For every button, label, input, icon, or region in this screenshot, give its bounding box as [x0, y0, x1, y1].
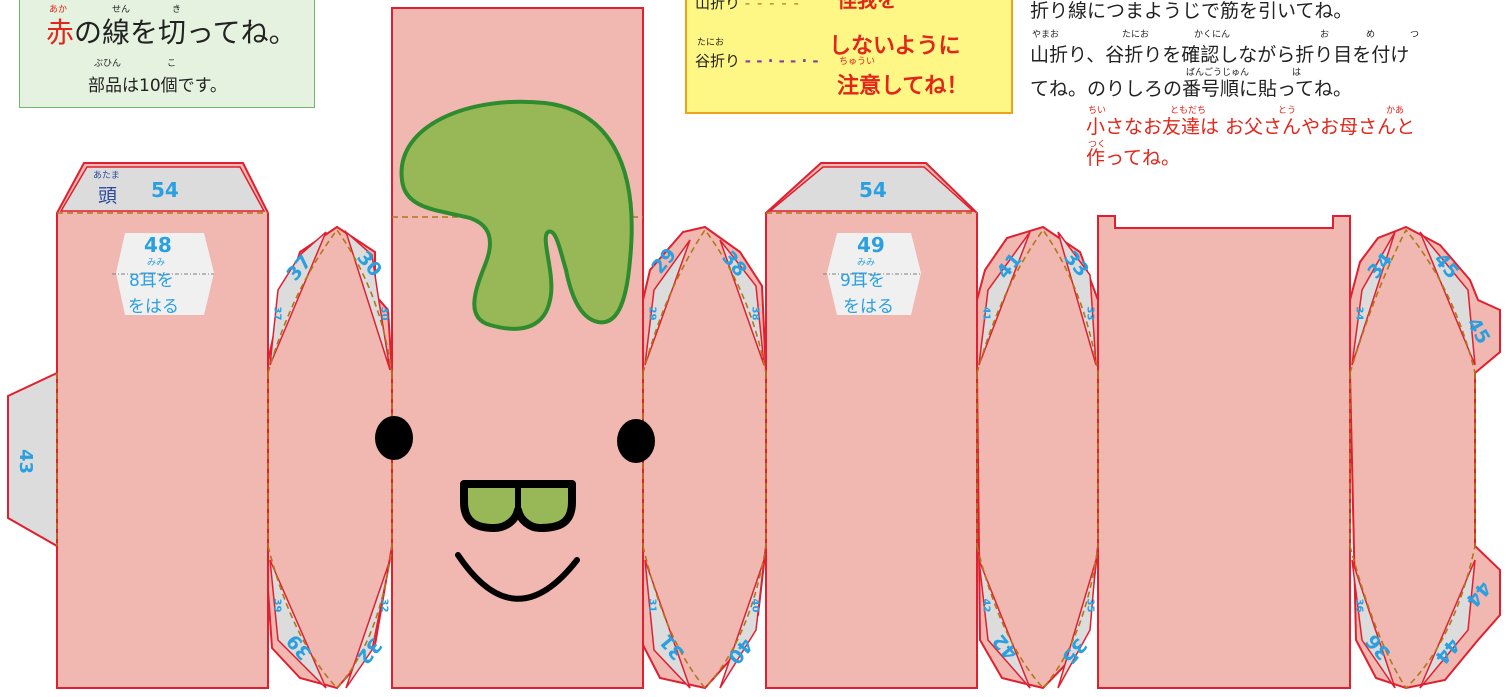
ruby-ki: き [172, 5, 182, 15]
tab-number: 29 [646, 306, 658, 321]
ruby-ko: こ [167, 59, 177, 69]
instructions-box: あか せん き 赤の線を切ってね。 ぶひん こ 部品は10個です。 [19, 0, 315, 108]
head-tab-a [59, 166, 266, 212]
tab-number: 41 [980, 306, 992, 321]
panel-back [1097, 215, 1351, 689]
petal-d1 [1349, 225, 1501, 690]
cut-rest: の線を切ってね。 [74, 16, 297, 49]
valley-fold-label: 谷折り - - · - - · - [695, 52, 819, 70]
ear-b-line1: 9耳を [840, 271, 885, 291]
tab-number: 39 [271, 598, 283, 613]
cut-instruction: 赤の線を切ってね。 [46, 17, 297, 49]
ruby-o: お [1320, 30, 1330, 40]
warning-line-1: 怪我を [837, 0, 897, 12]
ruby-me: め [1366, 30, 1376, 40]
ruby-tomodachi: ともだち [1170, 106, 1207, 116]
warning-ruby: ちゅうい [839, 57, 876, 67]
valley-ruby: たにお [697, 38, 725, 48]
warning-line-2: しないように [829, 34, 961, 59]
ruby-chii: ちい [1088, 106, 1107, 116]
tab-number: 33 [1084, 306, 1096, 321]
note-line-4: 小さなお友達は お父さんやお母さんと [1086, 116, 1416, 138]
parts-count: 部品は10個です。 [88, 76, 227, 96]
tab-number: 32 [378, 598, 390, 613]
notes: 折り線につまようじで筋を引いてね。 やまお たにお かくにん お め つ 山折り… [1030, 0, 1419, 170]
tab-number: 36 [1353, 598, 1365, 613]
note-line-1: 折り線につまようじで筋を引いてね。 [1030, 0, 1353, 22]
note-line-3: てね。のりしろの番号順に貼ってね。 [1030, 78, 1353, 100]
ruby-kakunin: かくにん [1194, 30, 1231, 40]
ear-a-ruby: みみ [147, 258, 166, 268]
tab-number: 30 [378, 306, 390, 321]
tab-number: 42 [980, 598, 992, 613]
right-eye [617, 419, 655, 463]
mountain-fold-text: 山折り [695, 0, 741, 12]
note-line-5: 作ってね。 [1086, 147, 1181, 169]
ruby-yamaori: やまお [1032, 30, 1060, 40]
ruby-ha: は [1292, 68, 1302, 78]
ruby-aka: あか [49, 5, 68, 15]
left-tab-43: 43 [15, 448, 37, 475]
top-tab-54-mid: 54 [859, 178, 887, 202]
ear-a-line2: をはる [128, 297, 179, 317]
left-eye [375, 416, 413, 460]
tab-number: 38 [749, 306, 761, 321]
tab-number: 37 [271, 306, 283, 321]
ear-b-line2: をはる [843, 297, 894, 317]
legend-box: 山折り - - - - - たにお 谷折り - - · - - · - 怪我を … [685, 0, 1013, 114]
mountain-fold-label: 山折り - - - - - [695, 0, 800, 13]
head-label: 頭 [98, 185, 118, 207]
valley-fold-text: 谷折り [695, 52, 741, 70]
cut-red-word: 赤 [46, 16, 75, 49]
tab-number: 35 [1084, 598, 1096, 613]
warning-line-3: 注意してね！ [837, 74, 969, 99]
ruby-tanio: たにお [1122, 30, 1150, 40]
head-ruby: あたま [93, 171, 120, 181]
ruby-sen: せん [112, 5, 131, 15]
ruby-tou: とう [1278, 106, 1297, 116]
ruby-buhin: ぶひん [94, 59, 122, 69]
mouth [455, 552, 580, 602]
ear-slot-a [116, 233, 214, 315]
hair-shape [399, 99, 634, 331]
head-tab-c [767, 166, 975, 212]
tab-number: 40 [749, 598, 761, 613]
tab-number: 31 [646, 598, 658, 613]
ruby-kaa: かあ [1386, 106, 1405, 116]
ruby-bangojun: ばんごうじゅん [1186, 68, 1250, 78]
ruby-tsu: つ [1410, 30, 1420, 40]
top-tab-54-left: 54 [151, 178, 179, 202]
tab-number: 34 [1353, 306, 1365, 321]
ear-b-number: 49 [857, 233, 885, 257]
note-line-2: 山折り、谷折りを確認しながら折り目を付け [1030, 44, 1410, 66]
ear-a-number: 48 [144, 233, 172, 257]
ear-b-ruby: みみ [857, 258, 876, 268]
ruby-tsuku: つく [1088, 140, 1107, 150]
ear-a-line1: 8耳を [129, 271, 174, 291]
